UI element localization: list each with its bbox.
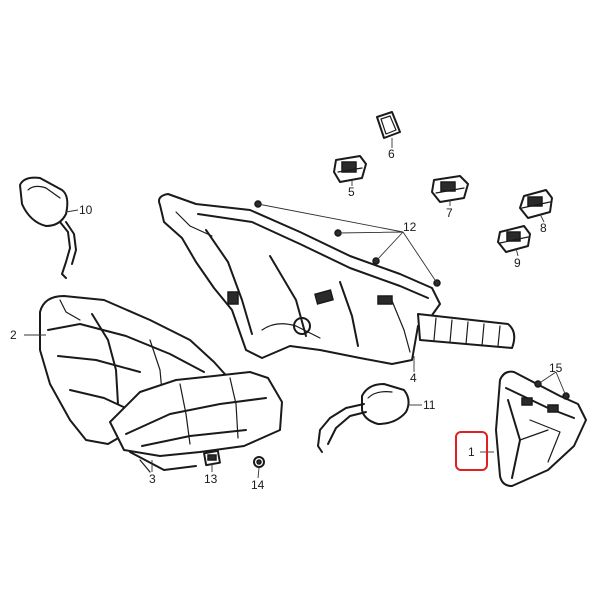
callout-12: 12 bbox=[403, 220, 417, 234]
part-8-switch bbox=[519, 189, 553, 219]
part-2-front-cover bbox=[39, 295, 239, 445]
callout-13: 13 bbox=[204, 472, 218, 486]
callout-7: 7 bbox=[446, 206, 453, 220]
callout-1: 1 bbox=[468, 445, 475, 459]
callout-2: 2 bbox=[10, 328, 17, 342]
part-7-switch bbox=[431, 175, 469, 203]
callout-11: 11 bbox=[423, 398, 436, 412]
callout-10: 10 bbox=[79, 203, 93, 217]
part-3-lower-cover bbox=[109, 371, 283, 473]
callout-8: 8 bbox=[540, 221, 547, 235]
callout-9: 9 bbox=[514, 256, 521, 270]
callout-4: 4 bbox=[410, 371, 417, 385]
part-6-gasket bbox=[376, 111, 401, 139]
callout-5: 5 bbox=[348, 185, 355, 199]
callout-3: 3 bbox=[149, 472, 156, 486]
callout-15: 15 bbox=[549, 361, 563, 375]
part-4-handlebar-assembly bbox=[158, 193, 516, 365]
part-10-left-mirror bbox=[19, 176, 77, 279]
part-11-right-mirror bbox=[317, 383, 410, 453]
callout-6: 6 bbox=[388, 147, 395, 161]
part-1-inner-cover bbox=[495, 370, 587, 487]
callout-14: 14 bbox=[251, 478, 265, 492]
part-9-switch bbox=[497, 225, 531, 253]
part-14-screw bbox=[253, 456, 265, 468]
part-13-clip bbox=[203, 449, 221, 467]
highlight-box bbox=[455, 431, 488, 471]
part-5-switch bbox=[333, 155, 367, 183]
